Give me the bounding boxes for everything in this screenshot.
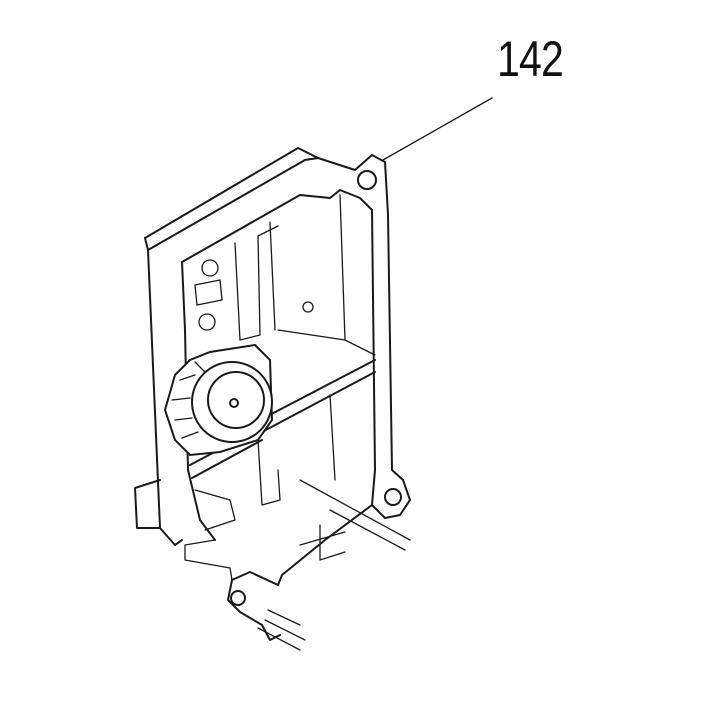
dial-knob	[163, 343, 274, 457]
part-number-label: 142	[497, 31, 564, 87]
leader-line	[382, 97, 493, 161]
mounting-hole-bottom-right	[384, 488, 402, 506]
housing-outline	[134, 147, 411, 651]
screw-boss	[302, 301, 314, 313]
mounting-hole-bottom-left	[230, 590, 246, 606]
mounting-hole-top	[357, 170, 377, 190]
